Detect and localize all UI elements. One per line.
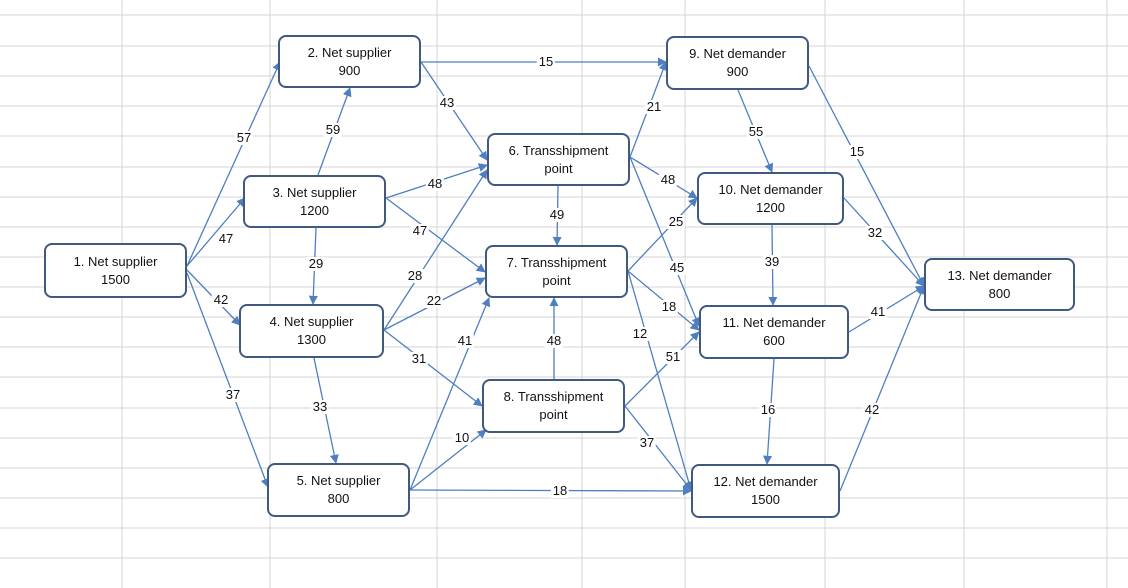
edge-label-2-6: 43 [437, 95, 457, 110]
edge-label-1-3: 47 [216, 231, 236, 246]
node-9-name: 9. Net demander [689, 46, 786, 61]
node-10-net-demander: 10. Net demander 1200 [697, 172, 844, 225]
edge-5-7 [409, 297, 491, 491]
node-13-name: 13. Net demander [947, 267, 1052, 283]
edge-label-11-13: 41 [868, 304, 888, 319]
node-1-name: 1. Net supplier [73, 253, 158, 269]
node-12-name: 12. Net demander [713, 474, 818, 489]
node-6-name: 6. Transshipment [508, 142, 609, 158]
edge-label-5-12: 18 [550, 483, 570, 498]
node-2-net-supplier: 2. Net supplier 900 [278, 35, 421, 88]
node-2-value: 900 [338, 62, 361, 78]
edge-label-10-11: 39 [762, 254, 782, 269]
node-12-net-demander: 12. Net demander 1500 [691, 464, 840, 518]
edge-1-2 [186, 61, 281, 267]
edge-label-9-10: 55 [746, 124, 766, 139]
edge-label-12-13: 42 [862, 402, 882, 417]
edge-5-8 [409, 429, 487, 491]
edge-1-5 [186, 272, 270, 488]
node-9-net-demander: 9. Net demander 900 [666, 36, 809, 90]
edge-label-7-12: 12 [630, 326, 650, 341]
edge-12-13 [839, 285, 926, 492]
edge-6-11 [629, 156, 701, 327]
node-12-value: 1500 [751, 492, 780, 507]
edge-label-1-4: 42 [211, 292, 231, 307]
edge-2-6 [420, 61, 488, 161]
node-10-name: 10. Net demander [718, 181, 823, 197]
node-10-value: 1200 [756, 199, 785, 215]
edge-label-3-4: 29 [306, 256, 326, 271]
node-4-name: 4. Net supplier [269, 314, 354, 329]
edge-label-8-12: 37 [637, 435, 657, 450]
edge-label-1-2: 57 [234, 130, 254, 145]
node-9-value: 900 [726, 64, 749, 79]
node-8-value: point [539, 407, 568, 422]
edge-label-5-8: 10 [452, 430, 472, 445]
edge-label-4-7: 22 [424, 293, 444, 308]
node-2-name: 2. Net supplier [307, 44, 392, 60]
edge-label-8-11: 51 [663, 349, 683, 364]
edge-label-1-5: 37 [223, 387, 243, 402]
edge-label-2-9: 15 [536, 54, 556, 69]
node-5-name: 5. Net supplier [296, 473, 381, 488]
edge-label-9-13: 15 [847, 144, 867, 159]
node-5-net-supplier: 5. Net supplier 800 [267, 463, 410, 517]
edge-label-7-11: 18 [659, 299, 679, 314]
edge-7-10 [627, 197, 698, 272]
node-4-value: 1300 [297, 332, 326, 347]
edge-4-8 [383, 329, 483, 407]
node-13-value: 800 [988, 285, 1011, 301]
edge-label-6-9: 21 [644, 99, 664, 114]
edge-label-4-8: 31 [409, 351, 429, 366]
edge-10-13 [843, 197, 925, 287]
edge-label-6-10: 48 [658, 172, 678, 187]
node-11-net-demander: 11. Net demander 600 [699, 305, 849, 359]
node-11-name: 11. Net demander [722, 315, 826, 330]
edge-label-7-10: 25 [666, 214, 686, 229]
edge-label-5-7: 41 [455, 333, 475, 348]
node-13-net-demander: 13. Net demander 800 [924, 258, 1075, 311]
node-7-value: point [542, 272, 571, 288]
edge-label-3-6: 48 [425, 176, 445, 191]
edge-label-3-2: 59 [323, 122, 343, 137]
node-7-transshipment-point: 7. Transshipment point [485, 245, 628, 298]
node-11-value: 600 [763, 333, 785, 348]
node-3-name: 3. Net supplier [272, 184, 357, 200]
edge-3-7 [385, 197, 486, 273]
node-4-net-supplier: 4. Net supplier 1300 [239, 304, 384, 358]
edge-1-3 [186, 197, 246, 267]
edge-9-13 [808, 65, 925, 287]
node-1-net-supplier: 1. Net supplier 1500 [44, 243, 187, 298]
edge-label-10-13: 32 [865, 225, 885, 240]
node-6-transshipment-point: 6. Transshipment point [487, 133, 630, 186]
edge-label-3-7: 47 [410, 223, 430, 238]
edge-label-6-7: 49 [547, 207, 567, 222]
node-3-value: 1200 [300, 202, 329, 218]
edge-8-11 [624, 331, 700, 407]
node-8-transshipment-point: 8. Transshipment point [482, 379, 625, 433]
edge-label-8-7: 48 [544, 333, 564, 348]
node-5-value: 800 [327, 491, 350, 506]
edge-5-12 [409, 486, 692, 496]
node-7-name: 7. Transshipment [506, 254, 607, 270]
edge-8-12 [624, 405, 692, 491]
node-3-net-supplier: 3. Net supplier 1200 [243, 175, 386, 228]
node-1-value: 1500 [101, 271, 130, 287]
edge-label-4-5: 33 [310, 399, 330, 414]
node-8-name: 8. Transshipment [503, 389, 604, 404]
edge-label-6-11: 45 [667, 260, 687, 275]
node-6-value: point [544, 160, 573, 176]
edge-7-12 [627, 270, 694, 491]
edge-label-4-6: 28 [405, 268, 425, 283]
edge-4-6 [383, 169, 488, 331]
edge-label-11-12: 16 [758, 402, 778, 417]
